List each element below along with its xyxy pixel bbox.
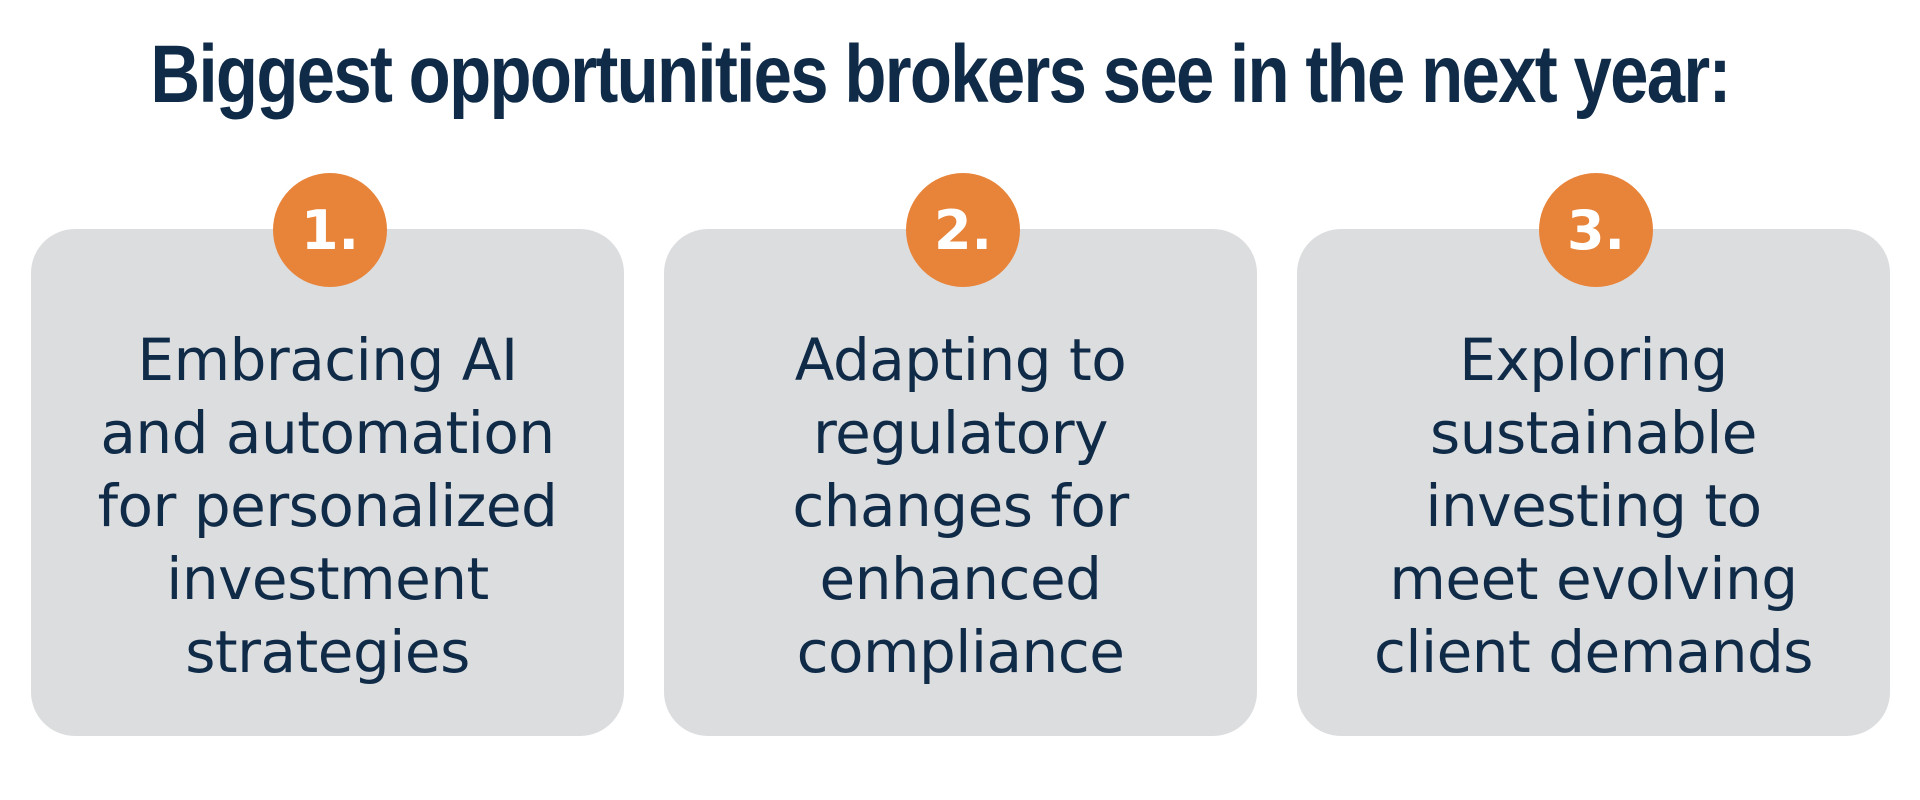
number-badge-2: 2. xyxy=(906,173,1020,287)
opportunity-card-1: Embracing AI and automation for personal… xyxy=(31,229,624,736)
opportunity-text-1: Embracing AI and automation for personal… xyxy=(97,326,558,686)
opportunity-text-2: Adapting to regulatory changes for enhan… xyxy=(792,326,1129,686)
number-badge-1: 1. xyxy=(273,173,387,287)
number-badge-3: 3. xyxy=(1539,173,1653,287)
page-title: Biggest opportunities brokers see in the… xyxy=(150,29,1731,120)
opportunity-text-3: Exploring sustainable investing to meet … xyxy=(1373,326,1814,686)
opportunity-card-2: Adapting to regulatory changes for enhan… xyxy=(664,229,1257,736)
opportunity-card-3: Exploring sustainable investing to meet … xyxy=(1297,229,1890,736)
